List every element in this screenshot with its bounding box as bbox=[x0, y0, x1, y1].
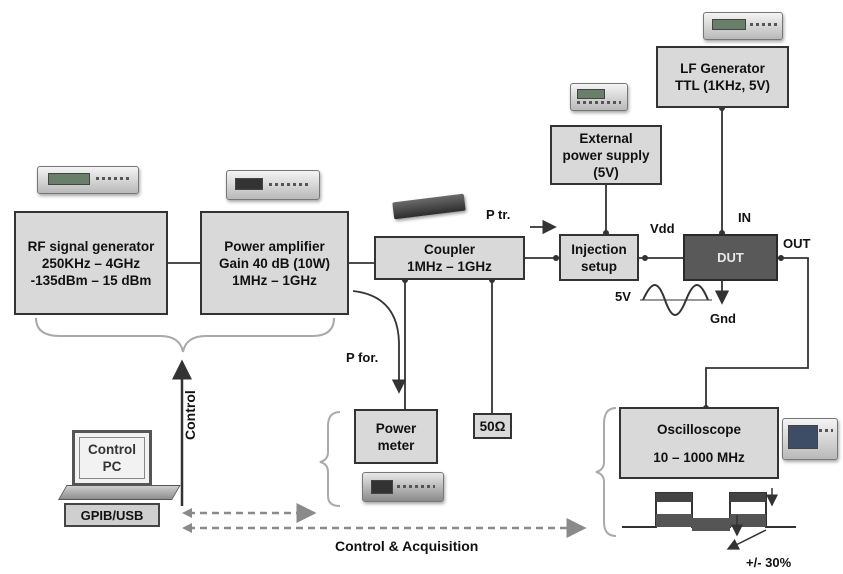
label-in: IN bbox=[738, 210, 751, 225]
brace-instruments bbox=[35, 317, 335, 353]
lf-generator-device-image bbox=[703, 12, 783, 40]
scope-line-1: Oscilloscope bbox=[656, 421, 742, 437]
oscilloscope-block: Oscilloscope 10 – 1000 MHz bbox=[619, 407, 779, 479]
label-p-for: P for. bbox=[346, 350, 379, 365]
square-wave bbox=[622, 488, 796, 550]
control-pc-monitor: Control PC bbox=[72, 430, 152, 486]
power-amplifier-block: Power amplifier Gain 40 dB (10W) 1MHz – … bbox=[200, 211, 349, 315]
external-power-supply-block: External power supply (5V) bbox=[550, 125, 662, 185]
amp-line-3: 1MHz – 1GHz bbox=[232, 272, 317, 288]
dut-label: DUT bbox=[717, 250, 744, 265]
load-label: 50Ω bbox=[479, 418, 506, 434]
oscilloscope-device-image bbox=[782, 418, 838, 460]
power-amplifier-device-image bbox=[226, 170, 320, 200]
coupler-line-2: 1MHz – 1GHz bbox=[407, 259, 492, 274]
supply-line-1: External bbox=[579, 130, 633, 146]
power-meter-device-image bbox=[362, 472, 444, 502]
injection-line-1: Injection bbox=[571, 241, 627, 257]
label-tolerance: +/- 30% bbox=[746, 555, 792, 570]
label-5v: 5V bbox=[615, 289, 631, 304]
label-out: OUT bbox=[783, 236, 811, 251]
label-p-tr: P tr. bbox=[486, 207, 511, 222]
coupler-line-1: Coupler bbox=[423, 242, 475, 257]
brace-power-meter bbox=[319, 411, 341, 507]
injection-setup-block: Injection setup bbox=[559, 234, 639, 281]
label-control-acquisition: Control & Acquisition bbox=[335, 538, 479, 554]
rf-gen-line-3: -135dBm – 15 dBm bbox=[30, 272, 152, 288]
brace-oscilloscope bbox=[595, 407, 617, 537]
sine-wave bbox=[642, 284, 709, 316]
pc-line-2: PC bbox=[102, 459, 122, 474]
coupler-block: Coupler 1MHz – 1GHz bbox=[374, 236, 525, 280]
power-supply-device-image bbox=[570, 83, 628, 111]
amp-line-2: Gain 40 dB (10W) bbox=[218, 255, 331, 271]
lfgen-line-2: TTL (1KHz, 5V) bbox=[674, 78, 770, 93]
amp-line-1: Power amplifier bbox=[224, 238, 325, 254]
supply-line-2: power supply bbox=[562, 147, 650, 163]
label-control: Control bbox=[182, 390, 198, 440]
rf-signal-generator-block: RF signal generator 250KHz – 4GHz -135dB… bbox=[14, 211, 168, 315]
dashed-arrowhead-left-1 bbox=[182, 508, 192, 518]
rf-gen-line-1: RF signal generator bbox=[27, 238, 155, 254]
dashed-arrowhead-left-2 bbox=[182, 523, 192, 533]
load-50-ohm-block: 50Ω bbox=[473, 413, 512, 439]
dut-block: DUT bbox=[683, 234, 778, 281]
lfgen-line-1: LF Generator bbox=[680, 61, 765, 76]
label-vdd: Vdd bbox=[650, 221, 675, 236]
rf-generator-device-image bbox=[37, 166, 139, 194]
arrow-p-for bbox=[352, 290, 407, 394]
meter-line-1: Power bbox=[375, 420, 417, 436]
meter-line-2: meter bbox=[377, 437, 415, 453]
injection-line-2: setup bbox=[580, 258, 617, 274]
link-dut-scope bbox=[705, 257, 809, 408]
rf-gen-line-2: 250KHz – 4GHz bbox=[41, 255, 141, 271]
pc-line-1: Control bbox=[88, 442, 136, 457]
supply-line-3: (5V) bbox=[593, 164, 619, 180]
scope-line-2: 10 – 1000 MHz bbox=[653, 449, 745, 465]
label-gnd: Gnd bbox=[710, 311, 736, 326]
gpib-usb-interface: GPIB/USB bbox=[64, 503, 160, 527]
lf-generator-block: LF Generator TTL (1KHz, 5V) bbox=[656, 46, 789, 108]
control-pc-keyboard bbox=[58, 485, 181, 500]
power-meter-block: Power meter bbox=[354, 409, 438, 464]
